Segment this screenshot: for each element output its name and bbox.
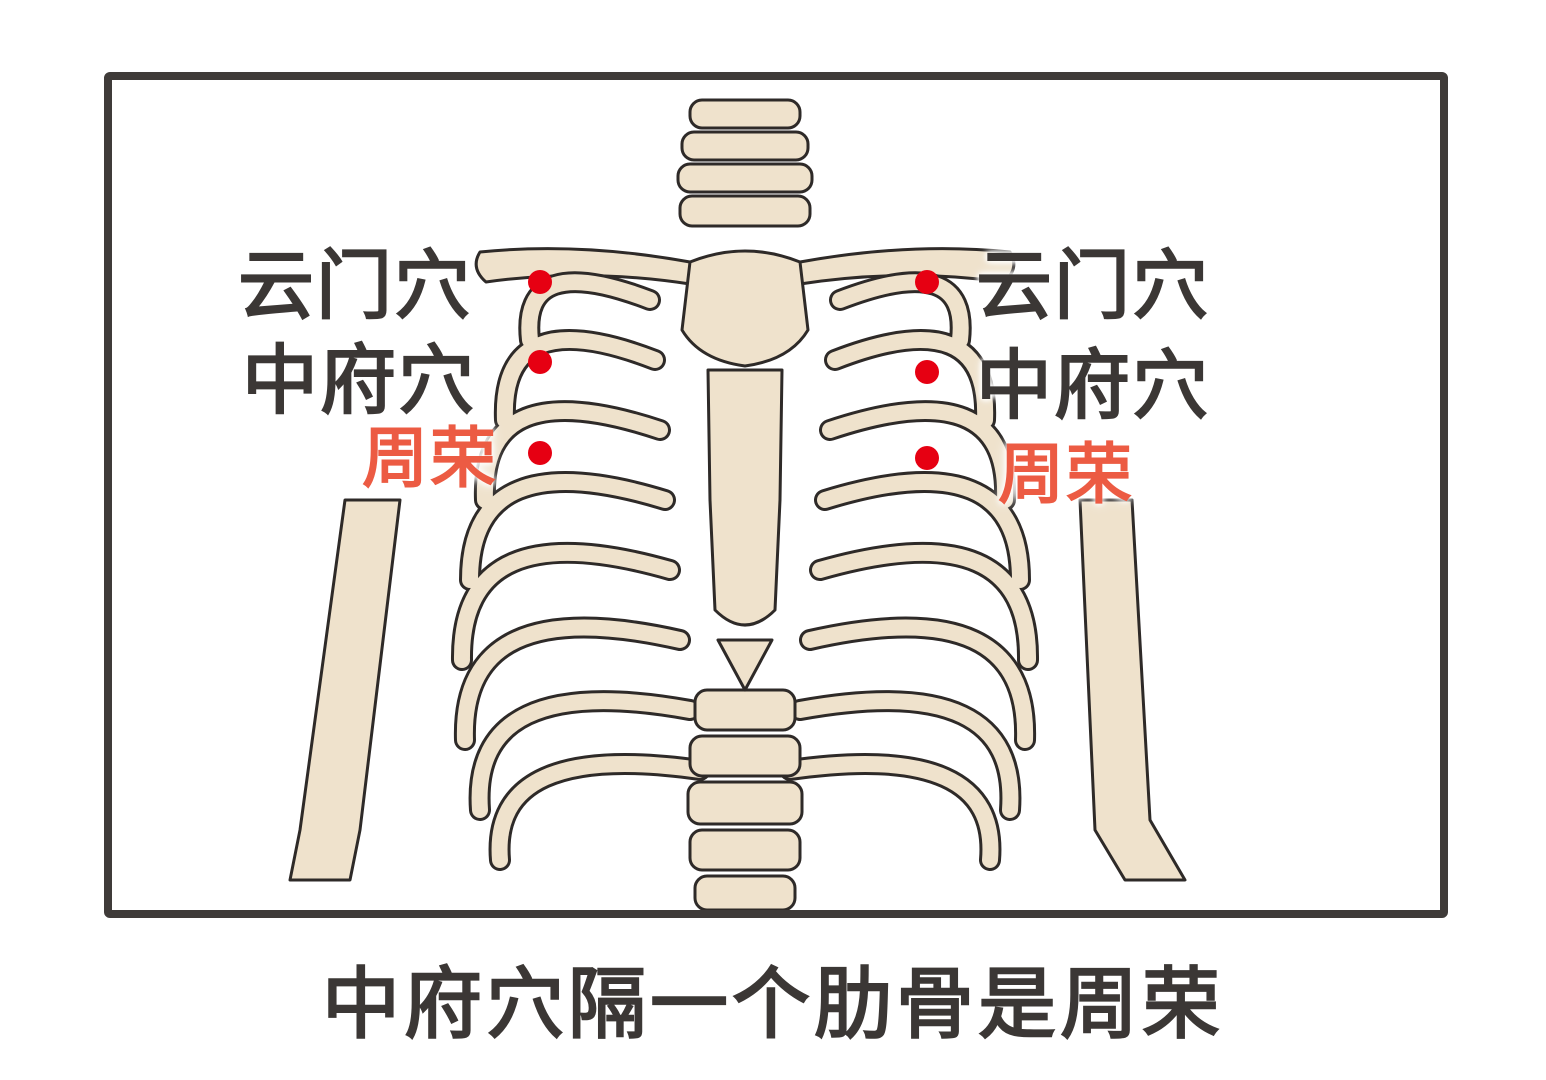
- right-clavicle: [798, 247, 1016, 286]
- acupoint-marker-dot: [915, 270, 939, 294]
- acupoint-marker-dot: [528, 350, 552, 374]
- acupoint-marker-dot: [915, 360, 939, 384]
- acupoint-marker-dot: [915, 446, 939, 470]
- illustration-frame: [104, 72, 1448, 918]
- sternum-manubrium: [680, 249, 810, 368]
- label-left-yunmen: 云门穴: [238, 241, 472, 330]
- label-right-yunmen: 云门穴: [976, 241, 1210, 330]
- acupoint-marker-dot: [528, 441, 552, 465]
- caption: 中府穴隔一个肋骨是周荣: [321, 960, 1224, 1050]
- label-left-zhongfu: 中府穴: [242, 336, 476, 425]
- right-humerus: [1078, 498, 1187, 882]
- acupoint-markers: [528, 270, 939, 470]
- label-right-zhongfu: 中府穴: [976, 341, 1210, 430]
- left-humerus: [288, 498, 402, 882]
- sternum-body: [706, 368, 784, 627]
- left-clavicle: [474, 247, 692, 286]
- label-left-zhourong: 周荣: [362, 420, 498, 497]
- lumbar-vertebrae: [686, 688, 804, 910]
- xiphoid-process: [716, 638, 774, 692]
- label-right-zhourong: 周荣: [998, 436, 1134, 513]
- cervical-vertebrae: [676, 98, 814, 228]
- acupoint-marker-dot: [528, 270, 552, 294]
